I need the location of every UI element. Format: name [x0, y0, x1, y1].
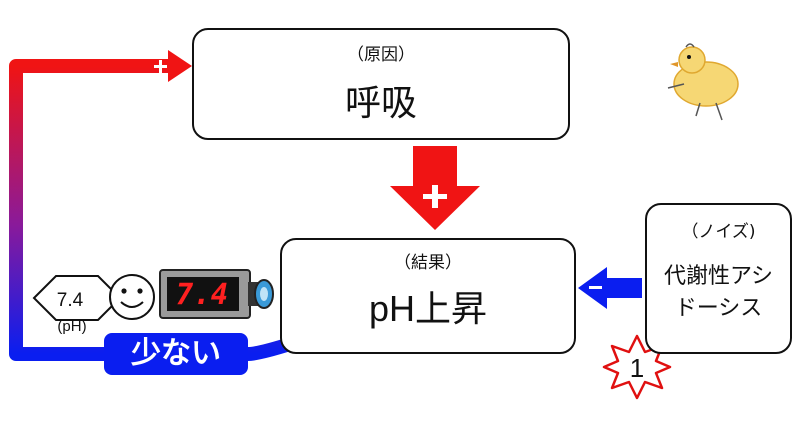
result-label: （結果） [394, 253, 462, 273]
ph-label: (pH) [57, 318, 87, 335]
noise-to-result-arrow [578, 267, 642, 309]
result-name: pH上昇 [368, 288, 488, 329]
noise-label: （ノイズ) [681, 222, 756, 242]
ph-meter-display: 7.4 [176, 277, 228, 311]
cause-label: （原因） [347, 45, 415, 65]
ph-meter-icon [159, 269, 274, 319]
chick-doodle-icon [667, 43, 739, 121]
cause-box: （原因） 呼吸 [192, 28, 570, 140]
noise-name-line1: 代謝性アシ [663, 264, 774, 289]
smiley-face-icon [109, 274, 155, 320]
few-badge: 少ない [104, 333, 248, 375]
noise-name: 代謝性アシ ドーシス [647, 261, 790, 325]
cause-to-result-arrow [390, 146, 480, 230]
loop-plus-sign [154, 60, 167, 73]
feedback-loop-arrow [9, 50, 293, 361]
result-box: （結果） pH上昇 [280, 238, 576, 354]
noise-name-line2: ドーシス [674, 296, 763, 321]
ph-value: 7.4 [56, 290, 84, 311]
noise-box: （ノイズ) 代謝性アシ ドーシス [645, 203, 792, 354]
cause-name: 呼吸 [344, 83, 417, 124]
burst-number: 1 [630, 353, 644, 383]
